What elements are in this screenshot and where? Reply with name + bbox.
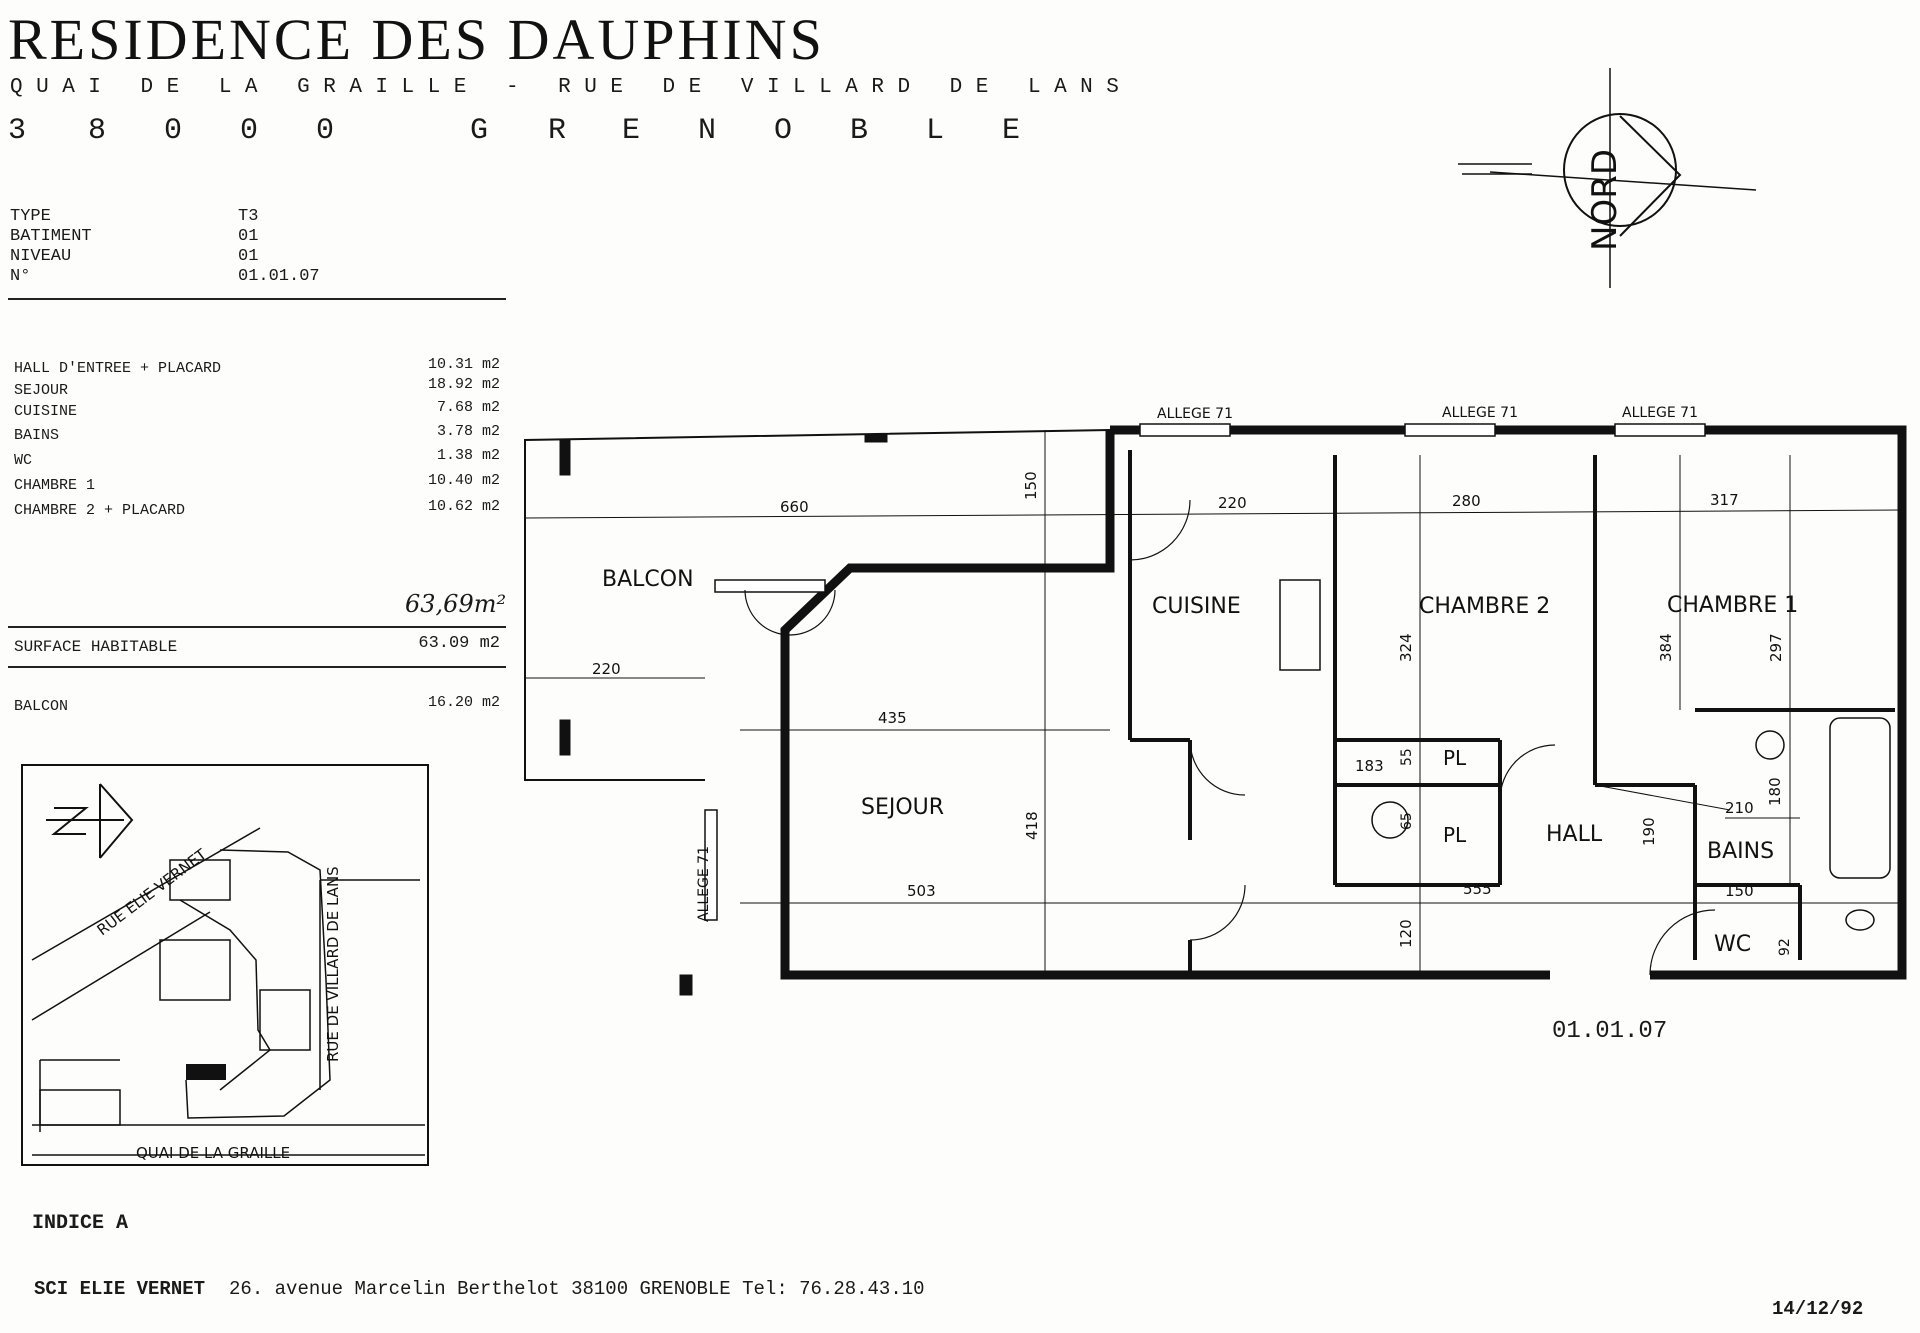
dimension: 555 [1463,880,1492,898]
company-name: SCI ELIE VERNET [34,1278,206,1300]
meta-label: BATIMENT [10,227,92,246]
city-letter: E [622,114,641,148]
dimension: 183 [1355,757,1384,775]
dimension: 280 [1452,492,1481,510]
document-date: 14/12/92 [1772,1298,1864,1320]
postcode-digit: 3 [8,114,27,148]
apartment-highlight [186,1064,226,1080]
room-name: HALL D'ENTREE + PLACARD [14,360,222,377]
footer: SCI ELIE VERNET 26. avenue Marcelin Berth… [34,1278,925,1300]
meta-label: NIVEAU [10,247,72,266]
company-address: 26. avenue Marcelin Berthelot 38100 GREN… [229,1278,925,1300]
allege-label: ALLEGE 71 [1442,405,1518,421]
room-area: 3.78 m2 [436,423,500,440]
dimension: 324 [1397,633,1415,662]
room-name: BAINS [14,427,60,444]
divider [8,626,506,628]
room-area: 1.38 m2 [436,447,500,464]
room-label: SEJOUR [861,795,944,820]
room-name: CHAMBRE 1 [14,477,96,494]
room-area: 18.92 m2 [427,376,500,393]
room-label: HALL [1546,822,1603,847]
dimension: 317 [1710,491,1739,509]
meta-label: TYPE [10,207,51,226]
postcode-digit: 0 [316,114,335,148]
room-label: CHAMBRE 1 [1667,593,1798,618]
dimension: 418 [1023,811,1041,840]
divider [8,666,506,668]
dimension: 92 [1777,938,1793,956]
allege-label: ALLEGE 71 [1622,405,1698,421]
dimension: 435 [878,709,907,727]
project-title: RESIDENCE DES DAUPHINS [8,7,825,72]
compass: NORD [1458,68,1757,288]
city-letter: O [774,114,793,148]
divider [8,298,506,300]
dimension: 180 [1766,777,1784,806]
room-name: CHAMBRE 2 + PLACARD [14,502,186,519]
dimension: 65 [1399,812,1415,830]
city-letter: N [698,114,717,148]
dimension: 297 [1767,633,1785,662]
compass-label: NORD [1585,149,1625,251]
address-line: QUAI DE LA GRAILLE - RUE DE VILLARD DE L… [10,76,1133,99]
room-label: BALCON [602,567,694,592]
room-label: CHAMBRE 2 [1419,594,1550,619]
room-area: 7.68 m2 [436,399,500,416]
dimension: 120 [1397,919,1415,948]
dimension: 660 [780,498,809,516]
floor-plan: BALCON SEJOUR CUISINE CHAMBRE 2 CHAMBRE … [524,405,1907,996]
dimension: 220 [1218,494,1247,512]
handwritten-total: 63,69m² [405,590,507,618]
room-area: 10.40 m2 [427,472,500,489]
meta-value: T3 [238,207,259,226]
balcon-area-label: BALCON [14,698,69,715]
street-label: RUE ELIE VERNET [94,845,211,939]
meta-value: 01 [238,247,259,266]
street-label: RUE DE VILLARD DE LANS [324,866,342,1062]
north-arrow-icon [46,783,134,859]
city-letter: R [548,114,567,148]
postcode-digit: 8 [88,114,107,148]
indice-label: INDICE A [32,1212,129,1235]
room-area: 10.31 m2 [427,356,500,373]
dimension: 190 [1640,817,1658,846]
street-label: QUAI DE LA GRAILLE [136,1144,290,1162]
dimension: 210 [1725,799,1754,817]
city-letter: L [926,114,945,148]
plan-number: 01.01.07 [1552,1018,1668,1045]
surface-label: SURFACE HABITABLE [14,638,178,656]
room-name: SEJOUR [14,382,69,399]
dimension: 150 [1725,882,1754,900]
meta-label: N° [10,267,31,286]
balcony-outline [524,429,1111,781]
balcon-area-value: 16.20 m2 [427,694,500,711]
room-label: CUISINE [1152,594,1241,619]
city-letter: G [470,114,489,148]
meta-value: 01 [238,227,259,246]
room-name: CUISINE [14,403,78,420]
dimension: 384 [1657,633,1675,662]
dimension: 220 [592,660,621,678]
room-label: BAINS [1707,839,1774,864]
postcode-digit: 0 [240,114,259,148]
room-label: PL [1443,823,1467,847]
city-letter: B [850,114,869,148]
postcode-digit: 0 [164,114,183,148]
room-label: PL [1443,746,1467,770]
site-plan: RUE ELIE VERNET RUE DE VILLARD DE LANS Q… [21,764,429,1166]
room-label: WC [1714,932,1751,957]
dimension: 55 [1399,748,1415,766]
room-area: 10.62 m2 [427,498,500,515]
dimension: 503 [907,882,936,900]
surface-value: 63.09 m2 [418,634,500,653]
meta-value: 01.01.07 [238,267,320,286]
city-letter: E [1002,114,1021,148]
allege-label: ALLEGE 71 [1157,406,1233,422]
allege-label: ALLEGE 71 [696,846,712,922]
dimension: 150 [1022,471,1040,500]
room-name: WC [14,452,33,469]
